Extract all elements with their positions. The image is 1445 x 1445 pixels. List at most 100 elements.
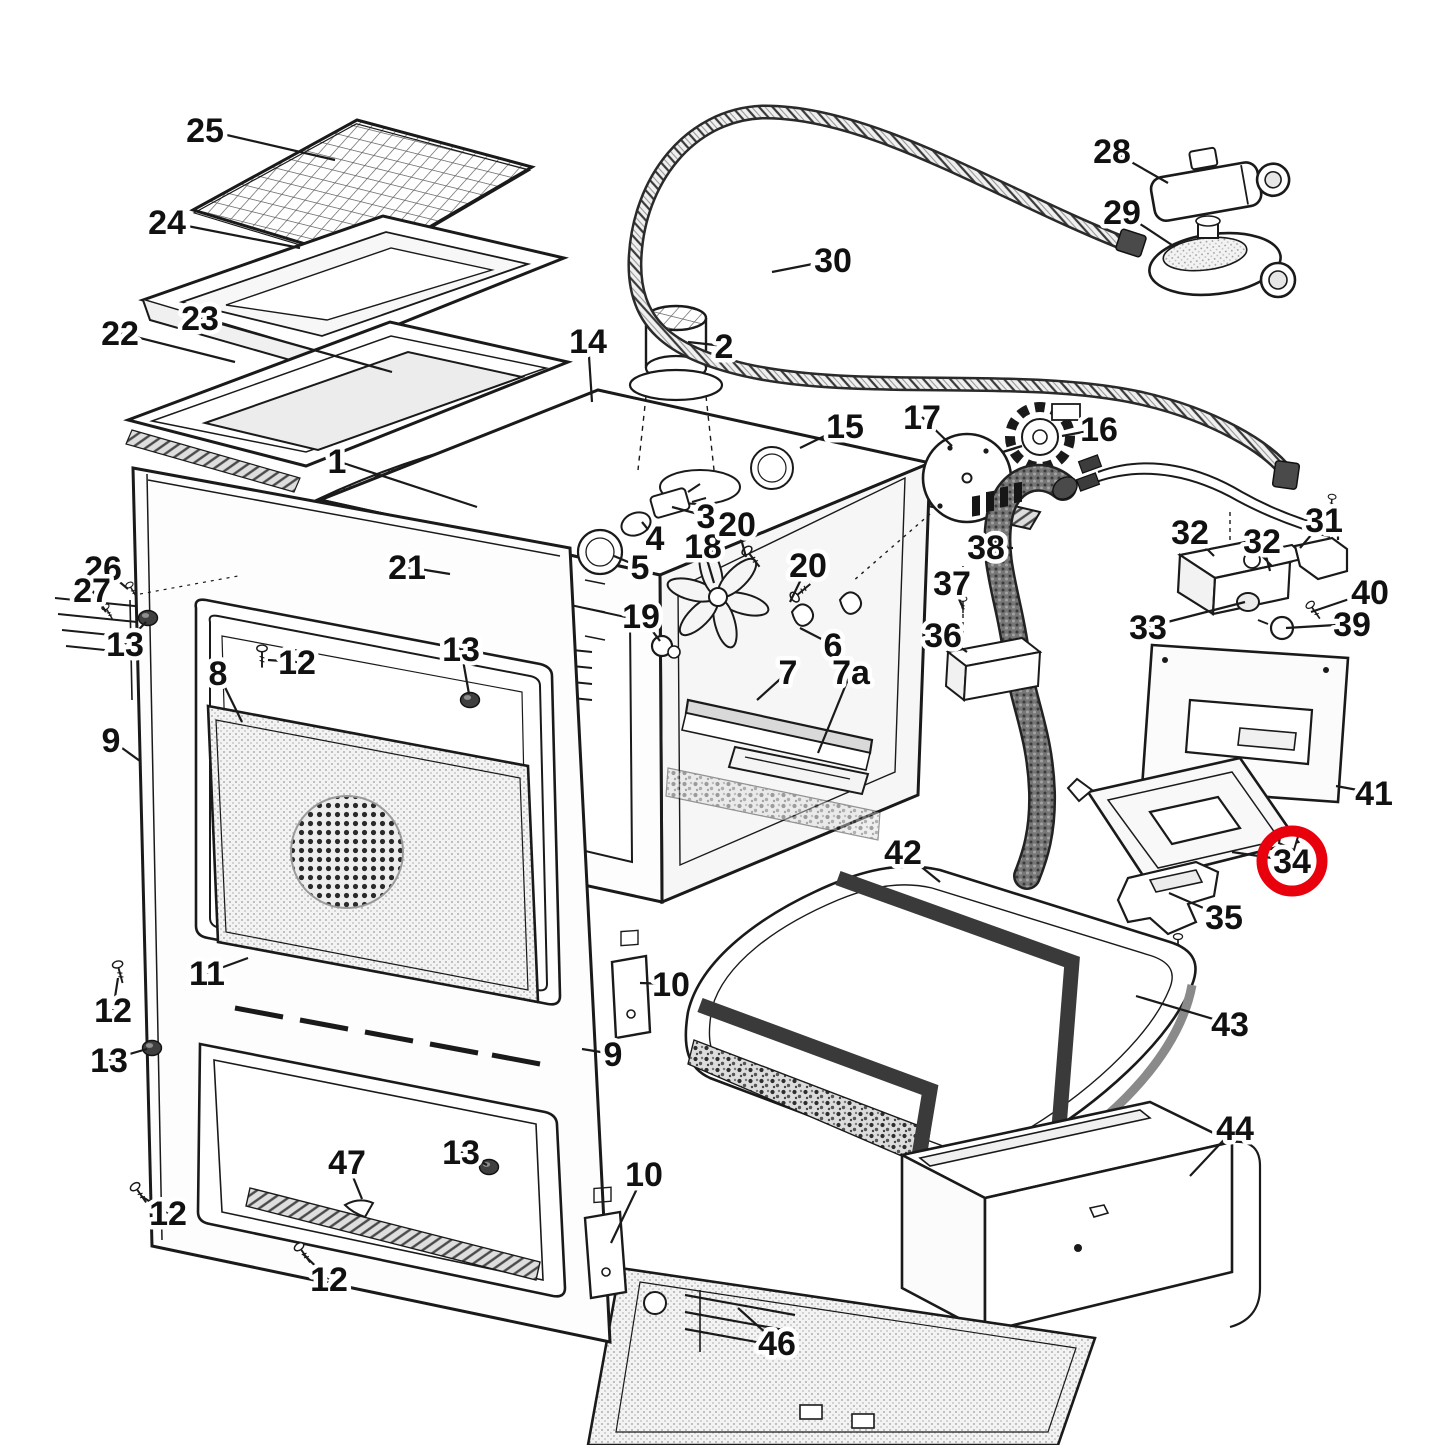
part-number-label-19: 19 [622, 598, 660, 636]
leader-line-25 [204, 128, 336, 162]
leader-line-11 [206, 956, 249, 975]
leader-line-24 [166, 220, 301, 250]
part-number-label-23: 23 [181, 300, 219, 338]
part-terminal-block [944, 481, 1043, 702]
part-number-label-37: 37 [933, 565, 971, 603]
part-number-label-28: 28 [1093, 133, 1131, 171]
part-lower-housing [898, 1100, 1262, 1335]
part-number-label-26: 26 [84, 550, 122, 588]
highlight-circle-layer [1256, 825, 1328, 897]
leader-line-44 [1189, 1127, 1236, 1177]
part-gas-valve [1148, 215, 1297, 299]
part-wiring-harness [1075, 454, 1333, 556]
part-number-label-13: 13 [442, 1134, 480, 1172]
leader-line-32 [1260, 540, 1272, 572]
part-number-label-24: 24 [148, 204, 186, 242]
leader-line-12 [302, 1253, 330, 1280]
highlighted-part-circle [1256, 825, 1328, 897]
leader-line-6 [799, 627, 834, 646]
part-number-label-12: 12 [149, 1195, 187, 1233]
part-number-label-15: 15 [826, 408, 864, 446]
part-number-label-31: 31 [1305, 502, 1343, 540]
part-number-label-14: 14 [569, 323, 607, 361]
part-glass-tray-frame [123, 320, 574, 493]
part-number-label-38: 38 [967, 529, 1005, 567]
leader-line-43 [1135, 994, 1231, 1026]
leader-line-3 [671, 505, 707, 518]
part-lamp-assembly [576, 483, 707, 576]
leader-line-36 [942, 634, 968, 653]
leader-line-28 [1111, 150, 1169, 184]
leader-line-17 [921, 416, 953, 447]
part-number-label-41: 41 [1355, 775, 1393, 813]
leader-line-37 [950, 582, 965, 609]
part-number-label-11: 11 [189, 955, 225, 993]
part-lower-panel [586, 1266, 1097, 1445]
part-hose-connector [1149, 146, 1291, 223]
leader-line-33 [1147, 600, 1246, 629]
part-number-label-36: 36 [924, 617, 962, 655]
part-number-label-7a: 7a [832, 654, 871, 692]
leader-line-22 [119, 331, 236, 364]
leader-line-10 [639, 981, 672, 986]
part-number-label-47: 47 [328, 1144, 366, 1182]
part-number-label-5: 5 [631, 549, 650, 587]
part-number-label-27: 27 [73, 572, 111, 610]
part-number-label-40: 40 [1351, 574, 1389, 612]
part-number-label-12: 12 [94, 992, 132, 1030]
part-number-label-10: 10 [625, 1156, 663, 1194]
part-door-gasket-corner [343, 1199, 375, 1219]
leader-line-41 [1335, 784, 1375, 795]
leader-line-12 [267, 658, 298, 664]
leader-line-21 [406, 565, 451, 576]
leader-line-23 [199, 316, 393, 374]
part-number-label-3: 3 [697, 498, 716, 536]
part-number-label-20: 20 [789, 547, 827, 585]
part-number-label-42: 42 [884, 834, 922, 872]
part-number-label-9: 9 [102, 722, 121, 760]
part-element-clamps [790, 591, 862, 627]
part-number-label-35: 35 [1205, 899, 1243, 937]
leader-line-13 [459, 648, 471, 695]
leader-line-31 [1299, 519, 1325, 549]
leader-line-12 [111, 977, 120, 1011]
leader-line-47 [345, 1161, 364, 1200]
part-number-label-13: 13 [442, 631, 480, 669]
leader-line-13 [460, 1151, 488, 1166]
leader-line-9 [581, 1047, 614, 1056]
leader-line-39 [1285, 622, 1353, 630]
leader-line-7 [756, 671, 789, 701]
leader-line-8 [217, 672, 243, 723]
part-bracket [1116, 860, 1220, 955]
part-number-label-21: 21 [388, 549, 426, 587]
part-number-label-16: 16 [1080, 411, 1118, 449]
leader-line-27 [91, 589, 107, 613]
leader-line-30 [771, 258, 834, 274]
part-number-label-4: 4 [646, 520, 665, 558]
part-number-label-20: 20 [718, 506, 756, 544]
leader-line-26 [102, 567, 129, 590]
part-baking-tray [138, 214, 569, 374]
part-number-label-13: 13 [90, 1042, 128, 1080]
part-fan-blade [666, 545, 770, 649]
leader-line-42 [902, 851, 941, 883]
part-number-label-17: 17 [903, 399, 941, 437]
part-number-label-2: 2 [715, 328, 734, 366]
leader-line-12 [140, 1195, 169, 1214]
leader-line-4 [641, 521, 656, 539]
part-number-label-6: 6 [824, 627, 843, 665]
leader-line-20 [789, 564, 809, 603]
part-number-label-12: 12 [310, 1261, 348, 1299]
part-burner-tray [1066, 756, 1301, 882]
leader-line-16 [1061, 427, 1100, 438]
part-number-label-44: 44 [1216, 1110, 1254, 1148]
part-number-label-34: 34 [1273, 843, 1311, 881]
part-braided-hose-loop [627, 104, 1301, 490]
leader-line-7a [816, 671, 853, 754]
leader-line-19 [640, 615, 661, 642]
part-number-label-18: 18 [684, 528, 722, 566]
part-number-label-12: 12 [278, 644, 316, 682]
part-number-label-22: 22 [101, 315, 139, 353]
